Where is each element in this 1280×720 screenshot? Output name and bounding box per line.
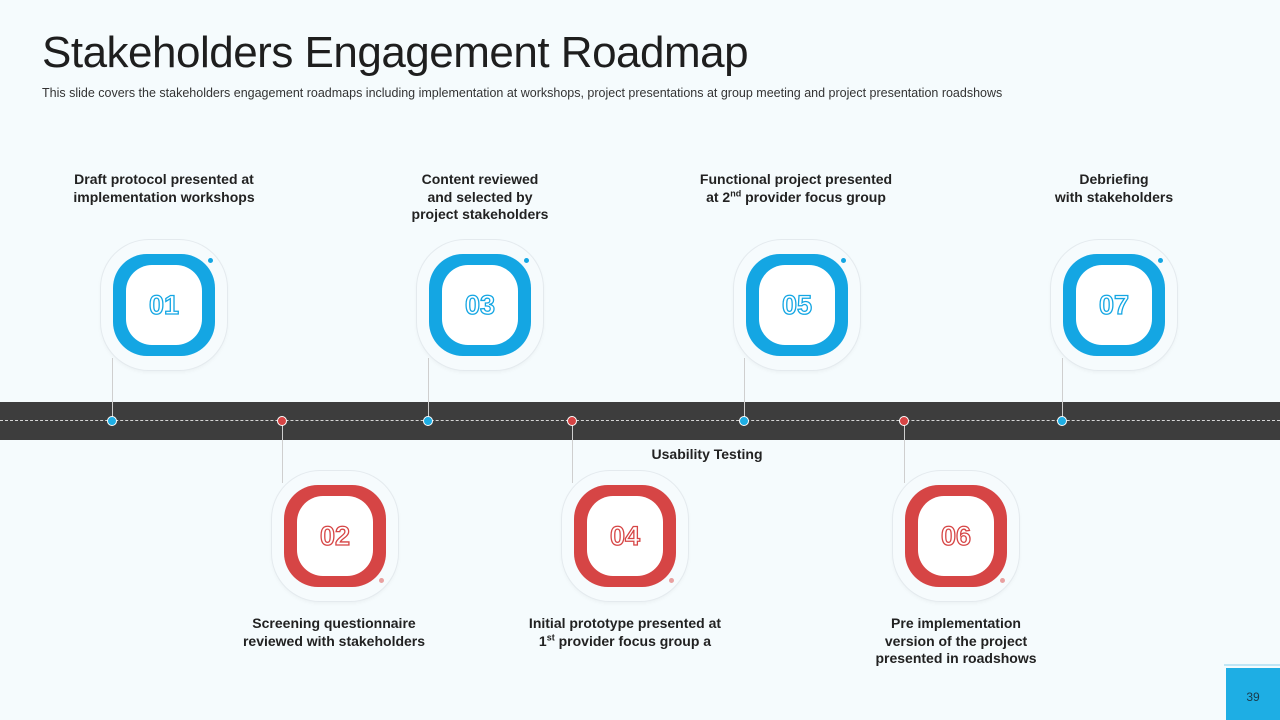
step-label-suffix: provider focus group a	[554, 632, 712, 649]
badge-accent-dot	[524, 258, 529, 263]
step-label-line: with stakeholders	[1054, 188, 1174, 205]
badge-ring	[746, 254, 848, 356]
step-label-line: Content reviewed	[421, 171, 539, 187]
step-connector	[428, 358, 429, 421]
step-connector	[112, 358, 113, 421]
step-label-superscript: nd	[730, 187, 742, 198]
step-label-line: version of the project	[884, 632, 1028, 649]
badge-ring	[905, 485, 1007, 587]
page-subtitle: This slide covers the stakeholders engag…	[42, 86, 1003, 100]
step-label-line: Initial prototype presented at	[528, 615, 722, 631]
step-number: 03	[464, 289, 496, 320]
roadmap-road	[0, 402, 1280, 440]
badge-inner	[1076, 265, 1152, 345]
step-label-line: Screening questionnaire	[252, 615, 416, 631]
badge-accent-dot	[1000, 578, 1005, 583]
timeline-dot	[277, 416, 287, 426]
step-label-line: and selected by	[427, 188, 533, 205]
step-number: 05	[781, 289, 813, 320]
road-center-line	[0, 420, 1280, 421]
step-number: 04	[609, 520, 641, 551]
badge-accent-dot	[208, 258, 213, 263]
badge-accent-dot	[669, 578, 674, 583]
step-connector	[1062, 358, 1063, 421]
step-connector	[572, 421, 573, 483]
timeline-dot	[107, 416, 117, 426]
badge-inner	[297, 496, 373, 576]
step-label-line: at 2nd provider focus group	[700, 187, 892, 207]
step-number: 01	[148, 289, 180, 320]
step-label-line: Pre implementation	[891, 615, 1021, 631]
step-label-prefix: at 2	[706, 188, 731, 205]
badge-inner	[587, 496, 663, 576]
badge-accent-dot	[1158, 258, 1163, 263]
step-number: 02	[319, 520, 351, 551]
step-badge: 05	[734, 240, 860, 370]
badge-ring	[429, 254, 531, 356]
page-title: Stakeholders Engagement Roadmap	[42, 28, 749, 77]
page-number-accent	[1224, 664, 1280, 666]
badge-inner	[759, 265, 835, 345]
page-number: 39	[1246, 690, 1260, 704]
step-connector	[744, 358, 745, 421]
badge-accent-dot	[841, 258, 846, 263]
step-label-line: presented in roadshows	[875, 650, 1037, 666]
badge-ring	[284, 485, 386, 587]
step-number: 06	[940, 520, 972, 551]
step-badge: 02	[272, 471, 398, 601]
badge-ring	[113, 254, 215, 356]
step-badge: 04	[562, 471, 688, 601]
badge-inner	[442, 265, 518, 345]
timeline-dot	[739, 416, 749, 426]
step-connector	[904, 421, 905, 483]
timeline-dot	[423, 416, 433, 426]
step-label-line: implementation workshops	[73, 188, 255, 205]
step-number: 07	[1098, 289, 1130, 320]
step-badge: 07	[1051, 240, 1177, 370]
badge-accent-dot	[379, 578, 384, 583]
page-number-box	[1226, 668, 1280, 720]
step-label-line: 1st provider focus group a	[529, 631, 721, 651]
step-label-prefix: 1	[538, 632, 547, 649]
timeline-dot	[899, 416, 909, 426]
step-label-line: Functional project presented	[699, 171, 893, 187]
badge-ring	[1063, 254, 1165, 356]
step-badge: 01	[101, 240, 227, 370]
step-label-superscript: st	[546, 631, 555, 642]
timeline-dot	[567, 416, 577, 426]
step-label-line: reviewed with stakeholders	[242, 632, 426, 649]
step-label-line: Draft protocol presented at	[74, 171, 254, 187]
badge-ring	[574, 485, 676, 587]
step-badge: 06	[893, 471, 1019, 601]
road-label: Usability Testing	[651, 446, 763, 462]
badge-inner	[126, 265, 202, 345]
step-label-line: Debriefing	[1079, 171, 1149, 187]
step-label-suffix: provider focus group	[741, 188, 886, 205]
timeline-dot	[1057, 416, 1067, 426]
step-label-line: project stakeholders	[411, 206, 549, 222]
step-badge: 03	[417, 240, 543, 370]
badge-inner	[918, 496, 994, 576]
step-connector	[282, 421, 283, 483]
